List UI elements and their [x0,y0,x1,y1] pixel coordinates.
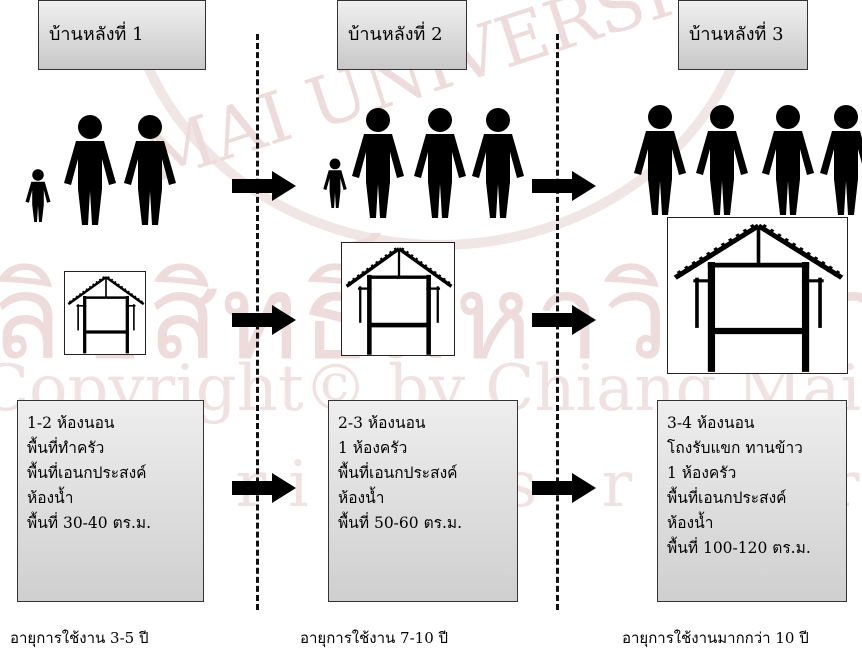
house-1-drawing [64,271,146,355]
house-2-title: บ้านหลังที่ 2 [337,0,467,70]
house-frame-icon [345,245,453,355]
arrow-icon [532,171,596,201]
info-line: 1 ห้องครัว [338,439,408,457]
house-3-title: บ้านหลังที่ 3 [678,0,808,70]
house-frame-icon [67,274,145,354]
info-line: ห้องน้ำ [27,489,74,507]
arrow-icon [232,305,296,335]
arrow-icon [232,171,296,201]
house-1-lifespan: อายุการใช้งาน 3-5 ปี [10,629,149,647]
house-1-title: บ้านหลังที่ 1 [38,0,206,70]
house-2-lifespan: อายุการใช้งาน 7-10 ปี [300,629,449,647]
info-line: พื้นที่ทำครัว [27,439,105,457]
arrow-icon [232,473,296,503]
info-line: พื้นที่เอนกประสงค์ [667,489,787,507]
person-icon [820,105,862,215]
info-line: 2-3 ห้องนอน [338,414,426,432]
house-3-drawing [667,217,848,374]
info-line: ห้องน้ำ [667,514,714,532]
info-line: พื้นที่ 30-40 ตร.ม. [27,514,152,532]
house-1-info: 1-2 ห้องนอน พื้นที่ทำครัว พื้นที่เอนกประ… [17,400,204,602]
house-3-lifespan: อายุการใช้งานมากกว่า 10 ปี [622,629,809,647]
person-icon [352,108,404,218]
info-line: โถงรับแขก ทานข้าว [667,439,803,457]
house-2-info: 2-3 ห้องนอน 1 ห้องครัว พื้นที่เอนกประสงค… [328,400,518,602]
info-line: พื้นที่ 100-120 ตร.ม. [667,539,811,557]
person-icon [634,105,686,215]
info-line: 3-4 ห้องนอน [667,414,755,432]
person-icon [25,169,51,222]
person-icon [696,105,748,215]
person-icon [414,108,466,218]
info-line: 1-2 ห้องนอน [27,414,115,432]
info-line: พื้นที่ 50-60 ตร.ม. [338,514,463,532]
person-icon [472,108,524,218]
person-icon [323,158,347,208]
person-icon [64,115,116,225]
house-3-info: 3-4 ห้องนอน โถงรับแขก ทานข้าว 1 ห้องครัว… [657,400,847,602]
info-line: พื้นที่เอนกประสงค์ [338,464,458,482]
arrow-icon [532,305,596,335]
info-line: ห้องน้ำ [338,489,385,507]
info-line: 1 ห้องครัว [667,464,737,482]
house-2-drawing [341,242,455,356]
info-line: พื้นที่เอนกประสงค์ [27,464,147,482]
person-icon [762,105,814,215]
house-frame-icon [673,221,844,372]
arrow-icon [532,473,596,503]
person-icon [124,115,176,225]
